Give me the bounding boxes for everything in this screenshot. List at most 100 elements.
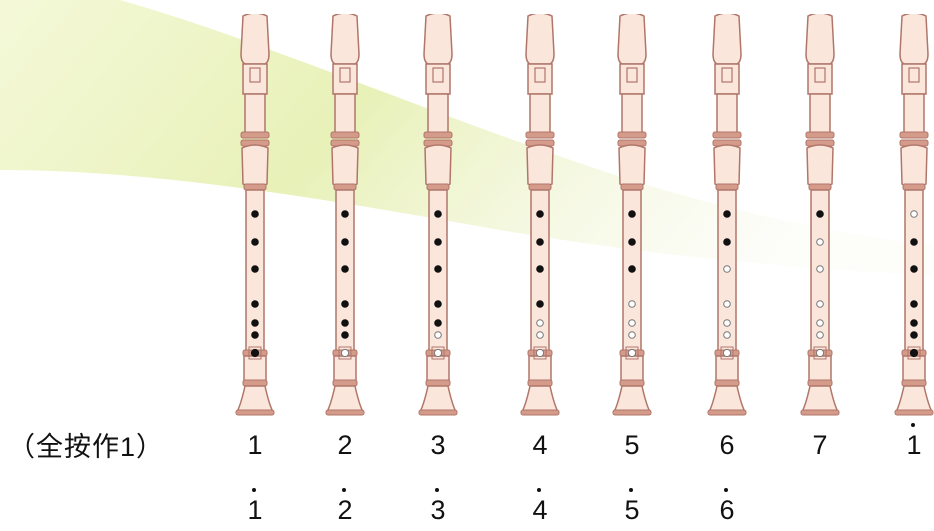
hole-3 [817, 266, 824, 273]
high-octave-dot [435, 488, 439, 492]
hole-5 [911, 320, 918, 327]
hole-2 [817, 239, 824, 246]
note-number: 4 [520, 430, 560, 461]
hole-2 [629, 239, 636, 246]
note-number: 5 [612, 430, 652, 461]
hole-foot [723, 349, 730, 356]
hole-3 [252, 266, 259, 273]
hole-5 [537, 320, 544, 327]
hole-4 [342, 301, 349, 308]
note-label: 6 [707, 430, 747, 461]
hole-6 [724, 332, 731, 339]
note-number: 1 [235, 430, 275, 461]
hole-1 [342, 211, 349, 218]
hole-foot [910, 349, 917, 356]
full-cover-caption: （全按作1） [8, 425, 164, 464]
hole-1 [817, 211, 824, 218]
note-label: 4 [520, 495, 560, 526]
hole-5 [629, 320, 636, 327]
high-octave-dot [537, 488, 541, 492]
note-label: 1 [235, 430, 275, 461]
note-label: 5 [612, 495, 652, 526]
hole-4 [252, 301, 259, 308]
hole-3 [629, 266, 636, 273]
hole-2 [537, 239, 544, 246]
note-number: 1 [235, 495, 275, 526]
note-number: 1 [894, 430, 934, 461]
hole-foot [251, 349, 258, 356]
hole-6 [252, 332, 259, 339]
note-number: 6 [707, 495, 747, 526]
note-label: 4 [520, 430, 560, 461]
high-octave-dot [724, 488, 728, 492]
hole-foot [341, 349, 348, 356]
note-number: 6 [707, 430, 747, 461]
hole-6 [911, 332, 918, 339]
hole-4 [537, 301, 544, 308]
hole-3 [435, 266, 442, 273]
hole-5 [817, 320, 824, 327]
hole-4 [817, 301, 824, 308]
note-number: 3 [418, 430, 458, 461]
note-number: 5 [612, 495, 652, 526]
hole-4 [911, 301, 918, 308]
hole-1 [911, 211, 918, 218]
hole-foot [434, 349, 441, 356]
hole-foot [816, 349, 823, 356]
hole-4 [724, 301, 731, 308]
note-label: 2 [325, 430, 365, 461]
hole-3 [911, 266, 918, 273]
hole-foot [536, 349, 543, 356]
hole-1 [537, 211, 544, 218]
note-number: 7 [800, 430, 840, 461]
hole-1 [252, 211, 259, 218]
hole-1 [724, 211, 731, 218]
recorder-7 [794, 14, 846, 416]
note-label: 5 [612, 430, 652, 461]
hole-2 [252, 239, 259, 246]
hole-6 [435, 332, 442, 339]
note-number: 4 [520, 495, 560, 526]
hole-6 [342, 332, 349, 339]
hole-1 [435, 211, 442, 218]
high-octave-dot [252, 488, 256, 492]
recorder-1 [229, 14, 281, 416]
hole-6 [537, 332, 544, 339]
hole-1 [629, 211, 636, 218]
hole-2 [342, 239, 349, 246]
recorder-5 [606, 14, 658, 416]
recorder-6 [701, 14, 753, 416]
hole-5 [342, 320, 349, 327]
hole-4 [435, 301, 442, 308]
high-octave-dot [911, 423, 915, 427]
note-label: 7 [800, 430, 840, 461]
hole-3 [342, 266, 349, 273]
note-label: 3 [418, 430, 458, 461]
hole-foot [628, 349, 635, 356]
recorder-4 [514, 14, 566, 416]
hole-2 [911, 239, 918, 246]
hole-3 [537, 266, 544, 273]
hole-5 [435, 320, 442, 327]
note-label: 2 [325, 495, 365, 526]
high-octave-dot [629, 488, 633, 492]
note-label: 1 [235, 495, 275, 526]
hole-5 [724, 320, 731, 327]
recorder-2 [319, 14, 371, 416]
note-label: 6 [707, 495, 747, 526]
note-label: 3 [418, 495, 458, 526]
hole-3 [724, 266, 731, 273]
recorder-8 [888, 14, 934, 416]
note-number: 3 [418, 495, 458, 526]
hole-6 [817, 332, 824, 339]
hole-6 [629, 332, 636, 339]
hole-2 [724, 239, 731, 246]
hole-2 [435, 239, 442, 246]
note-label: 1 [894, 430, 934, 461]
hole-5 [252, 320, 259, 327]
high-octave-dot [342, 488, 346, 492]
recorder-3 [412, 14, 464, 416]
hole-4 [629, 301, 636, 308]
note-number: 2 [325, 495, 365, 526]
note-number: 2 [325, 430, 365, 461]
